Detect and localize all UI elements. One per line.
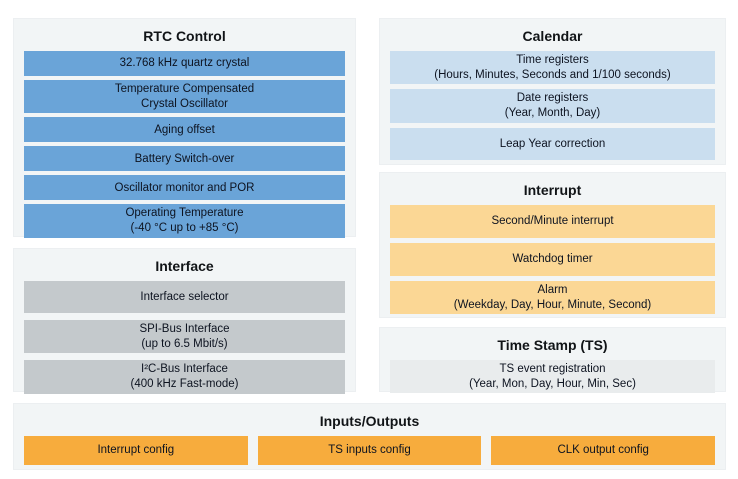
feature-box-watchdog-timer: Watchdog timer [390,243,715,276]
feature-box-interface-selector: Interface selector [24,281,345,313]
panel-title-time-stamp: Time Stamp (TS) [497,337,608,353]
feature-box-clk-output-config: CLK output config [491,436,716,465]
panel-interface: Interface Interface selector SPI-Bus Int… [13,248,356,394]
feature-box-quartz-crystal: 32.768 kHz quartz crystal [24,51,345,76]
interface-box-stack: Interface selector SPI-Bus Interface (up… [24,281,345,394]
panel-title-calendar: Calendar [522,28,583,44]
calendar-box-stack: Time registers (Hours, Minutes, Seconds … [390,51,715,160]
panel-time-stamp: Time Stamp (TS) TS event registration (Y… [379,327,726,394]
feature-box-battery-switchover: Battery Switch-over [24,146,345,172]
inputs-outputs-box-stack: Interrupt config TS inputs config CLK ou… [24,436,716,465]
feature-box-time-registers: Time registers (Hours, Minutes, Seconds … [390,51,715,85]
panel-title-inputs-outputs: Inputs/Outputs [319,413,420,429]
panel-rtc-control: RTC Control 32.768 kHz quartz crystal Te… [13,18,356,238]
feature-box-aging-offset: Aging offset [24,117,345,143]
panel-title-interrupt: Interrupt [523,182,582,198]
feature-box-i2c-bus: I²C-Bus Interface (400 kHz Fast-mode) [24,360,345,394]
feature-box-tcxo: Temperature Compensated Crystal Oscillat… [24,80,345,114]
feature-box-ts-event-registration: TS event registration (Year, Mon, Day, H… [390,360,715,394]
time-stamp-box-stack: TS event registration (Year, Mon, Day, H… [390,360,715,394]
panel-inputs-outputs: Inputs/Outputs Interrupt config TS input… [13,403,726,470]
feature-box-ts-inputs-config: TS inputs config [257,436,482,465]
feature-box-interrupt-config: Interrupt config [24,436,248,465]
feature-box-leap-year: Leap Year correction [390,127,715,160]
panel-calendar: Calendar Time registers (Hours, Minutes,… [379,18,726,165]
feature-box-alarm: Alarm (Weekday, Day, Hour, Minute, Secon… [390,281,715,315]
panel-interrupt: Interrupt Second/Minute interrupt Watchd… [379,172,726,318]
feature-box-oscillator-monitor: Oscillator monitor and POR [24,175,345,201]
feature-box-spi-bus: SPI-Bus Interface (up to 6.5 Mbit/s) [24,320,345,354]
interrupt-box-stack: Second/Minute interrupt Watchdog timer A… [390,205,715,315]
rtc-control-box-stack: 32.768 kHz quartz crystal Temperature Co… [24,51,345,238]
feature-box-second-minute-interrupt: Second/Minute interrupt [390,205,715,238]
feature-box-date-registers: Date registers (Year, Month, Day) [390,89,715,123]
panel-title-interface: Interface [155,258,214,274]
feature-box-operating-temperature: Operating Temperature (-40 °C up to +85 … [24,204,345,238]
panel-title-rtc-control: RTC Control [143,28,226,44]
